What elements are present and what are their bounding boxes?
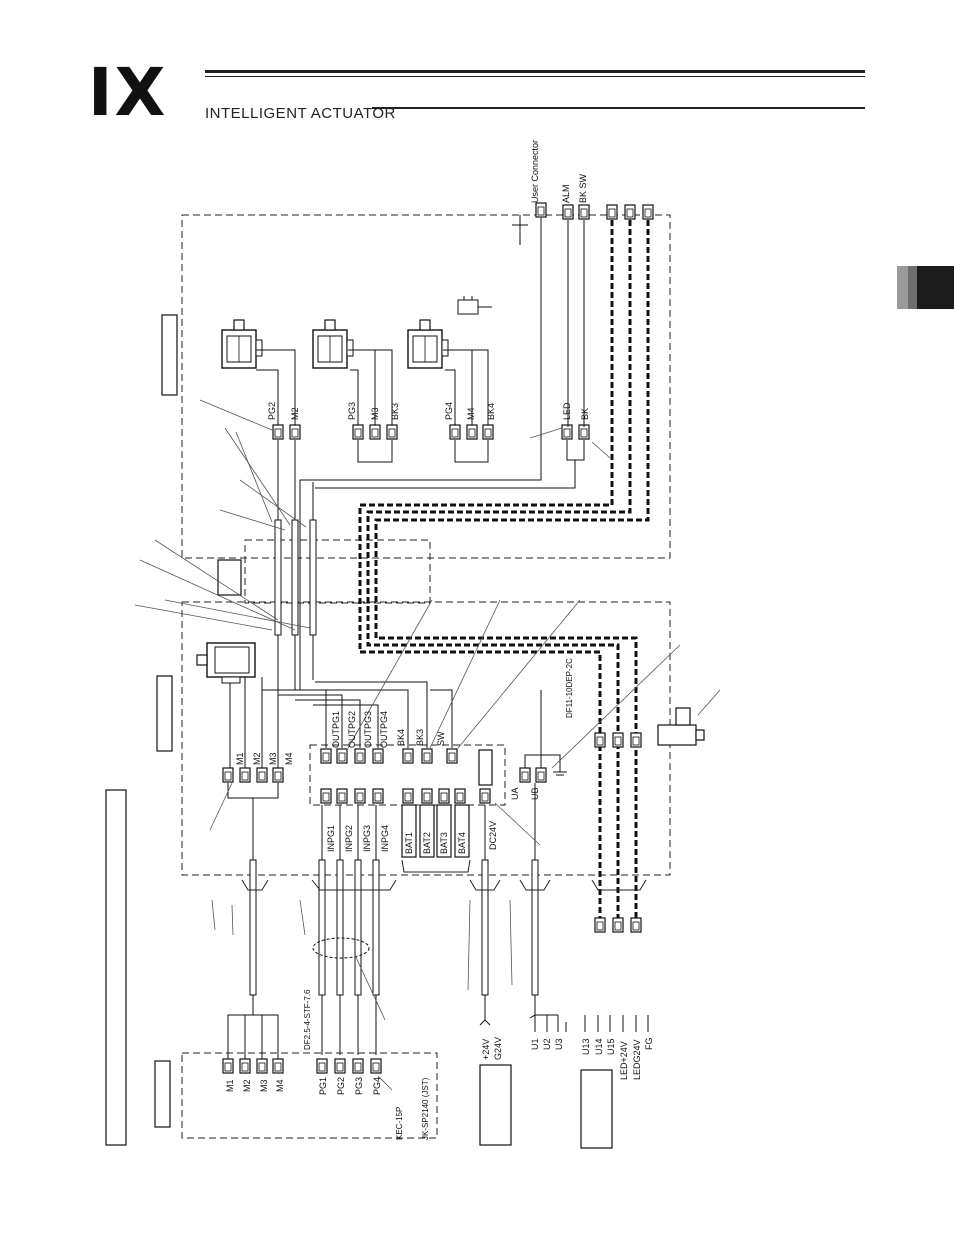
label-outpg1: OUTPG1 bbox=[331, 711, 341, 748]
label-bk3: BK3 bbox=[390, 403, 400, 420]
label-user-connector: User Connector bbox=[530, 140, 540, 203]
inner-mid-box bbox=[244, 539, 431, 604]
label-jk-part: JK-SP2140 (JST) bbox=[421, 1077, 430, 1140]
label-pg2: PG2 bbox=[267, 402, 277, 420]
label-outpg3: OUTPG3 bbox=[363, 711, 373, 748]
company-subtitle: INTELLIGENT ACTUATOR bbox=[205, 105, 396, 122]
label-inpg2: INPG2 bbox=[344, 825, 354, 852]
label-inpg3: INPG3 bbox=[362, 825, 372, 852]
label-pg3: PG3 bbox=[347, 402, 357, 420]
header-rule-bottom bbox=[372, 107, 865, 109]
ix-logo: IX bbox=[88, 54, 168, 131]
label-led-g24v: LEDG24V bbox=[632, 1039, 642, 1080]
label-inpg4: INPG4 bbox=[380, 825, 390, 852]
label-box-bottom bbox=[154, 1060, 171, 1128]
label-ctrl-m2: M2 bbox=[252, 752, 262, 765]
label-ub: UB bbox=[530, 787, 540, 800]
label-bat3: BAT3 bbox=[439, 832, 449, 854]
label-bottom-m4: M4 bbox=[275, 1079, 285, 1092]
label-box-mid bbox=[217, 559, 242, 596]
chapter-tab bbox=[897, 266, 954, 309]
label-outpg2: OUTPG2 bbox=[347, 711, 357, 748]
label-box-userio bbox=[580, 1069, 613, 1149]
motor-3-icon bbox=[312, 319, 354, 369]
label-outpg4: OUTPG4 bbox=[379, 711, 389, 748]
header-rule-mid bbox=[205, 76, 865, 77]
label-u14: U14 bbox=[594, 1038, 604, 1055]
label-bk-sw: BK SW bbox=[578, 173, 588, 203]
ground-icon bbox=[553, 765, 567, 776]
label-ua: UA bbox=[510, 787, 520, 800]
motor-2-icon bbox=[221, 319, 263, 369]
label-kec-part: KEC-15P bbox=[395, 1107, 404, 1140]
label-m4: M4 bbox=[466, 407, 476, 420]
label-dc24v: DC24V bbox=[488, 821, 498, 850]
label-led-plus24v: LED+24V bbox=[619, 1041, 629, 1080]
upper-unit-box bbox=[181, 214, 671, 559]
label-u1: U1 bbox=[530, 1038, 540, 1050]
label-bk4: BK4 bbox=[486, 403, 496, 420]
page-header: IX INTELLIGENT ACTUATOR bbox=[0, 0, 954, 130]
header-rule-top bbox=[205, 70, 865, 73]
label-box-supply bbox=[479, 1064, 512, 1146]
label-bottom-m1: M1 bbox=[225, 1079, 235, 1092]
label-bat1: BAT1 bbox=[404, 832, 414, 854]
label-alm: ALM bbox=[561, 184, 571, 203]
label-m2: M2 bbox=[290, 407, 300, 420]
label-bottom-pg1: PG1 bbox=[318, 1077, 328, 1095]
motor-4-icon bbox=[407, 319, 449, 369]
label-fg: FG bbox=[644, 1038, 654, 1051]
label-ctrl-m1: M1 bbox=[235, 752, 245, 765]
label-bottom-pg2: PG2 bbox=[336, 1077, 346, 1095]
label-ctrl-sw: SW bbox=[436, 731, 446, 746]
switch-symbol bbox=[457, 296, 492, 315]
plug-icon bbox=[657, 707, 705, 746]
label-m3: M3 bbox=[370, 407, 380, 420]
label-df25-part: DF2.5-4-STF-7.6 bbox=[303, 989, 312, 1050]
label-bat4: BAT4 bbox=[457, 832, 467, 854]
label-ctrl-bk4: BK4 bbox=[396, 729, 406, 746]
label-bottom-m3: M3 bbox=[259, 1079, 269, 1092]
label-bk: BK bbox=[580, 408, 590, 420]
label-u3: U3 bbox=[554, 1038, 564, 1050]
label-bottom-m2: M2 bbox=[242, 1079, 252, 1092]
controller-box bbox=[181, 601, 671, 876]
label-ctrl-m3: M3 bbox=[268, 752, 278, 765]
label-u15: U15 bbox=[606, 1038, 616, 1055]
label-inpg1: INPG1 bbox=[326, 825, 336, 852]
label-plus24v: +24V bbox=[481, 1039, 491, 1060]
label-u2: U2 bbox=[542, 1038, 552, 1050]
label-bat2: BAT2 bbox=[422, 832, 432, 854]
label-led: LED bbox=[562, 402, 572, 420]
label-box-controller bbox=[156, 675, 173, 752]
label-box-upper bbox=[161, 314, 178, 396]
label-ctrl-bk3: BK3 bbox=[415, 729, 425, 746]
label-g24v: G24V bbox=[493, 1037, 503, 1060]
label-df11-part: DF11-10DEP-2C bbox=[565, 658, 574, 718]
motor-1-icon bbox=[196, 642, 256, 684]
bottom-connectors bbox=[222, 1058, 382, 1074]
label-box-vertical bbox=[105, 789, 127, 1146]
label-bottom-pg4: PG4 bbox=[372, 1077, 382, 1095]
label-pg4: PG4 bbox=[444, 402, 454, 420]
label-bottom-pg3: PG3 bbox=[354, 1077, 364, 1095]
bottom-cable-box bbox=[181, 1052, 438, 1139]
label-u13: U13 bbox=[581, 1038, 591, 1055]
label-ctrl-m4: M4 bbox=[284, 752, 294, 765]
